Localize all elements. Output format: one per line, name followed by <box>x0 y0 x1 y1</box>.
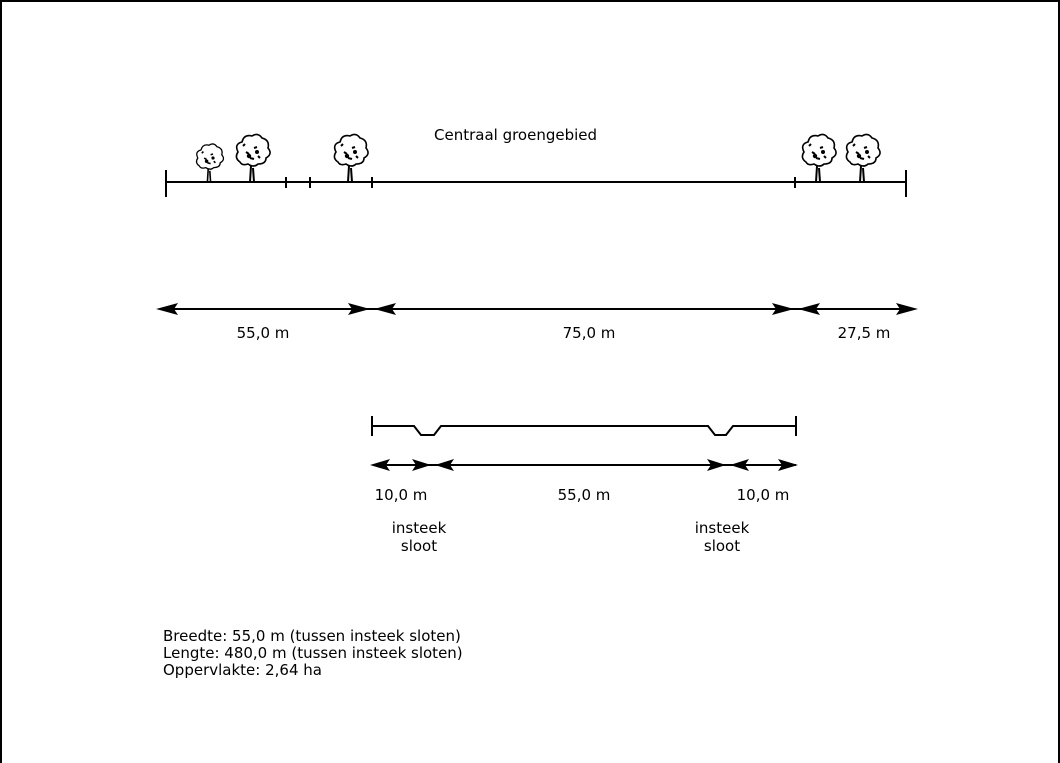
ditch-profile <box>371 416 797 436</box>
ditch-label-line: sloot <box>400 537 438 555</box>
ditch-label-line: sloot <box>703 537 741 555</box>
dimension-label: 10,0 m <box>736 486 790 504</box>
ditch-label-line: insteek <box>391 519 447 537</box>
note-length: Lengte: 480,0 m (tussen insteek sloten) <box>163 644 463 662</box>
ditch-label: insteek sloot <box>695 519 750 555</box>
tree-icon <box>801 133 838 183</box>
bottom-dimension-line <box>370 459 798 471</box>
note-width: Breedte: 55,0 m (tussen insteek sloten) <box>163 627 461 645</box>
tree-icon <box>195 143 225 183</box>
ditch-label-line: insteek <box>694 519 750 537</box>
notes-block: Breedte: 55,0 m (tussen insteek sloten) … <box>163 628 463 679</box>
tree-icon <box>235 133 272 183</box>
dimension-label: 55,0 m <box>236 324 290 342</box>
top-dimension-line <box>156 303 918 315</box>
tree-icon <box>845 133 882 183</box>
dimension-label: 27,5 m <box>837 324 891 342</box>
ground-line <box>165 170 907 197</box>
dimension-label: 75,0 m <box>562 324 616 342</box>
diagram-title: Centraal groengebied <box>434 126 598 144</box>
dimension-label: 55,0 m <box>557 486 611 504</box>
dimension-label: 10,0 m <box>374 486 428 504</box>
tree-icon <box>333 133 370 183</box>
ditch-label: insteek sloot <box>392 519 447 555</box>
note-area: Oppervlakte: 2,64 ha <box>163 661 322 679</box>
